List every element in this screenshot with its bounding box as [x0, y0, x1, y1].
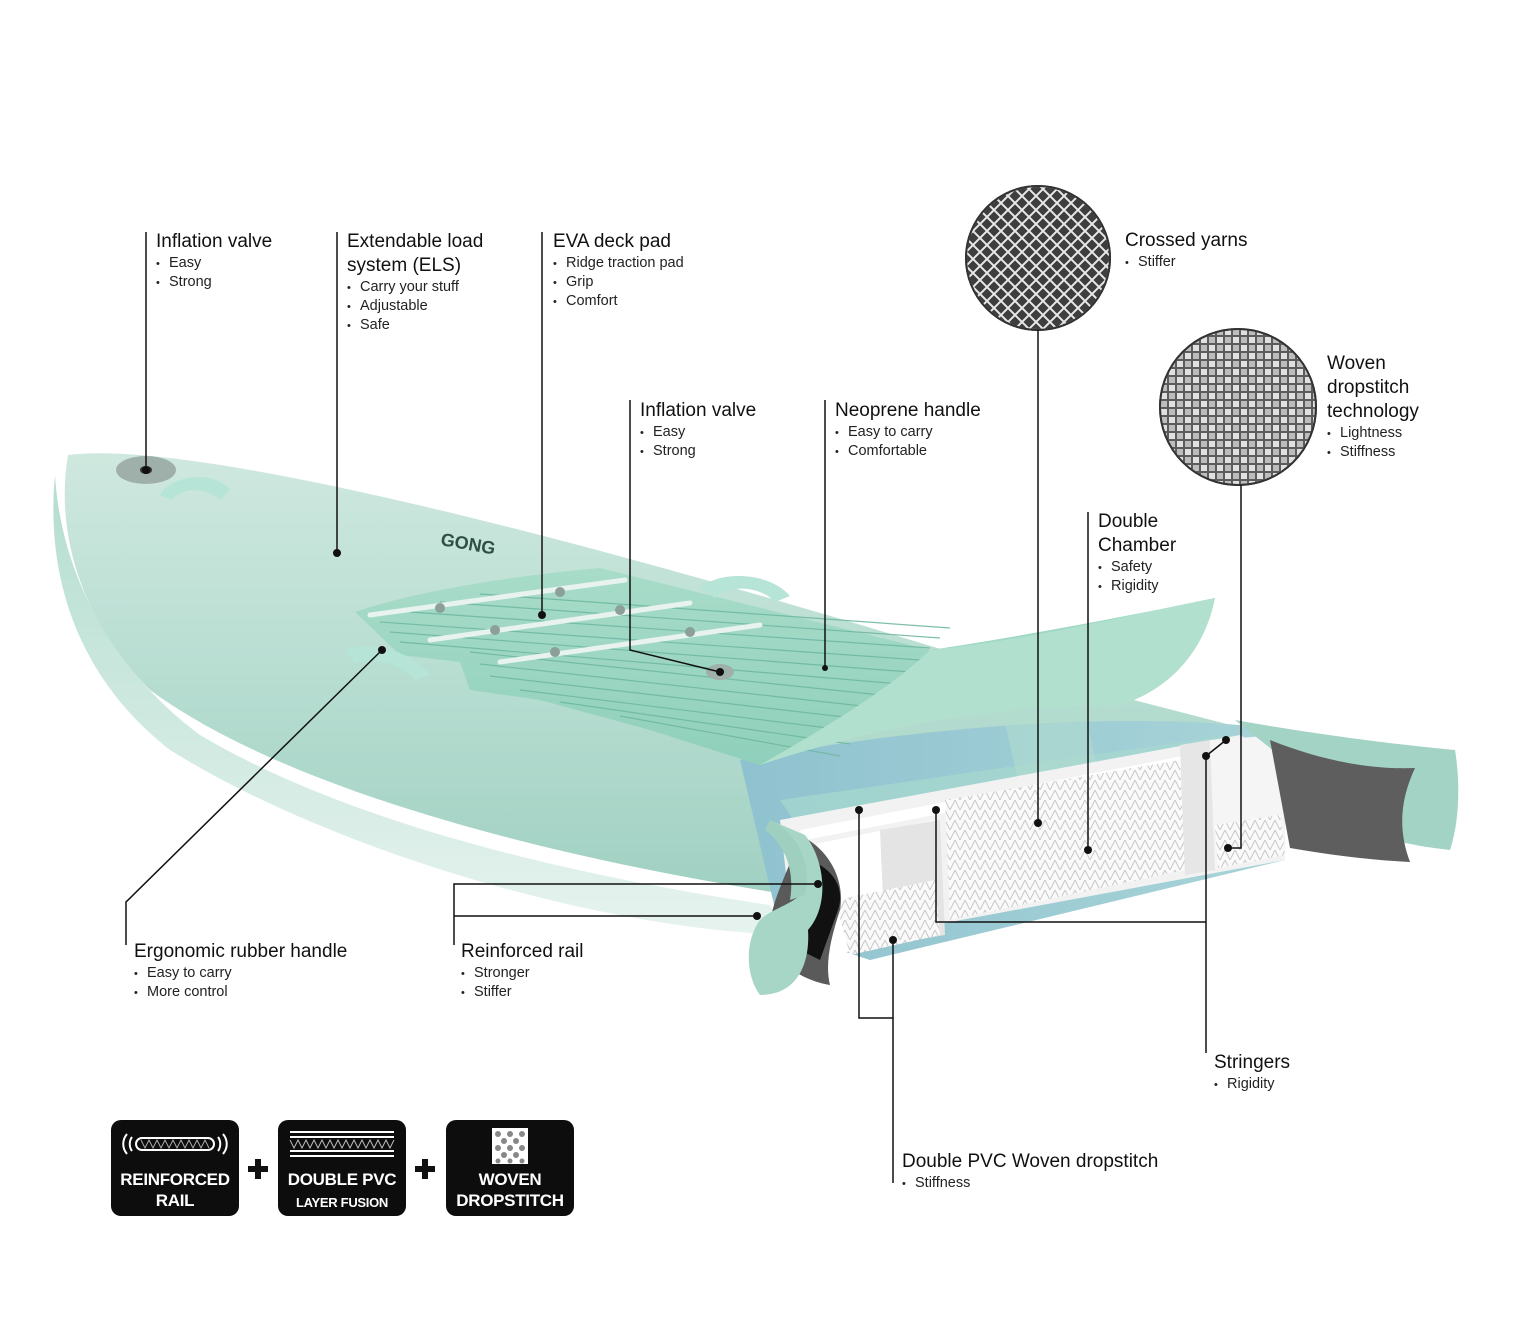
callout-bullet: Safety: [1098, 558, 1208, 577]
callout-bullet: Rigidity: [1214, 1075, 1290, 1094]
rail-icon: [122, 1133, 228, 1155]
board-rail: [53, 475, 790, 935]
callout-bullet: Adjustable: [347, 297, 517, 316]
callout-els: Extendable load system (ELS) Carry your …: [347, 230, 517, 335]
callout-bullet: Easy: [640, 423, 756, 442]
callout-title: Ergonomic rubber handle: [134, 941, 348, 962]
callout-bullet: More control: [134, 983, 347, 1002]
callout-title: Reinforced rail: [461, 941, 584, 962]
badge-line2: RAIL: [155, 1191, 195, 1210]
callout-woven-dropstitch: Woven dropstitch technology LightnessSti…: [1327, 352, 1457, 462]
callout-bullet: Stiffness: [1327, 443, 1457, 462]
badge-line1: REINFORCED: [120, 1170, 230, 1189]
callout-bullet: Lightness: [1327, 424, 1457, 443]
middle-handle: [700, 576, 790, 602]
callout-bullet: Strong: [640, 442, 756, 461]
callout-bullet: Comfortable: [835, 442, 981, 461]
callout-bullet: Ridge traction pad: [553, 254, 684, 273]
woven-dropstitch-detail: [1159, 328, 1317, 486]
callout-bullet: Stiffer: [1125, 253, 1248, 272]
eva-deck-pad: [355, 568, 1215, 765]
callout-title: Double Chamber: [1098, 511, 1177, 556]
layers-icon: [289, 1131, 395, 1157]
callout-bullet: Carry your stuff: [347, 278, 517, 297]
callout-bullet: Stiffer: [461, 983, 584, 1002]
badge-line1: DOUBLE PVC: [287, 1170, 397, 1189]
callout-title: Crossed yarns: [1125, 230, 1248, 251]
badge-woven-dropstitch: WOVEN DROPSTITCH: [446, 1120, 574, 1216]
callout-double-pvc: Double PVC Woven dropstitch Stiffness: [902, 1150, 1158, 1193]
callout-crossed-yarns: Crossed yarns Stiffer: [1125, 229, 1248, 272]
front-handle: [160, 477, 230, 500]
callout-title: Inflation valve: [640, 400, 757, 421]
callout-stringers: Stringers Rigidity: [1214, 1051, 1290, 1094]
callout-bullet: Grip: [553, 273, 684, 292]
peeled-layer-grey: [1270, 740, 1415, 862]
callout-inflation-valve-1: Inflation valve EasyStrong: [156, 230, 272, 292]
callout-title: Double PVC Woven dropstitch: [902, 1151, 1159, 1172]
callout-bullet: Rigidity: [1098, 577, 1208, 596]
crossed-yarns-detail: [965, 185, 1111, 331]
plus-icon: [415, 1159, 435, 1179]
callout-bullet: Easy to carry: [835, 423, 981, 442]
callout-bullet: Stronger: [461, 964, 584, 983]
callout-title: Inflation valve: [156, 231, 273, 252]
callout-neoprene-handle: Neoprene handle Easy to carryComfortable: [835, 399, 981, 461]
mesh-icon: [492, 1128, 528, 1164]
callout-bullet: Strong: [156, 273, 272, 292]
callout-title: Woven dropstitch technology: [1327, 353, 1419, 422]
callout-bullet: Easy to carry: [134, 964, 347, 983]
callout-bullet: Easy: [156, 254, 272, 273]
callout-title: EVA deck pad: [553, 231, 671, 252]
callout-reinforced-rail: Reinforced rail StrongerStiffer: [461, 940, 584, 1002]
callout-bullet: Stiffness: [902, 1174, 1158, 1193]
callout-title: Extendable load system (ELS): [347, 231, 484, 276]
callout-eva-deck-pad: EVA deck pad Ridge traction padGripComfo…: [553, 230, 684, 311]
callout-ergonomic-handle: Ergonomic rubber handle Easy to carryMor…: [134, 940, 347, 1002]
callout-title: Stringers: [1214, 1052, 1291, 1073]
side-handle: [345, 646, 430, 680]
callout-bullet: Safe: [347, 316, 517, 335]
callout-title: Neoprene handle: [835, 400, 981, 421]
plus-icon: [248, 1159, 268, 1179]
callout-double-chamber: Double Chamber SafetyRigidity: [1098, 510, 1208, 596]
badge-double-pvc: DOUBLE PVC LAYER FUSION: [278, 1120, 406, 1216]
badge-line2: DROPSTITCH: [456, 1191, 564, 1210]
badge-reinforced-rail: REINFORCED RAIL: [111, 1120, 239, 1216]
callout-inflation-valve-2: Inflation valve EasyStrong: [640, 399, 756, 461]
callout-bullet: Comfort: [553, 292, 684, 311]
badge-line2: LAYER FUSION: [296, 1195, 388, 1210]
badge-line1: WOVEN: [478, 1170, 542, 1189]
